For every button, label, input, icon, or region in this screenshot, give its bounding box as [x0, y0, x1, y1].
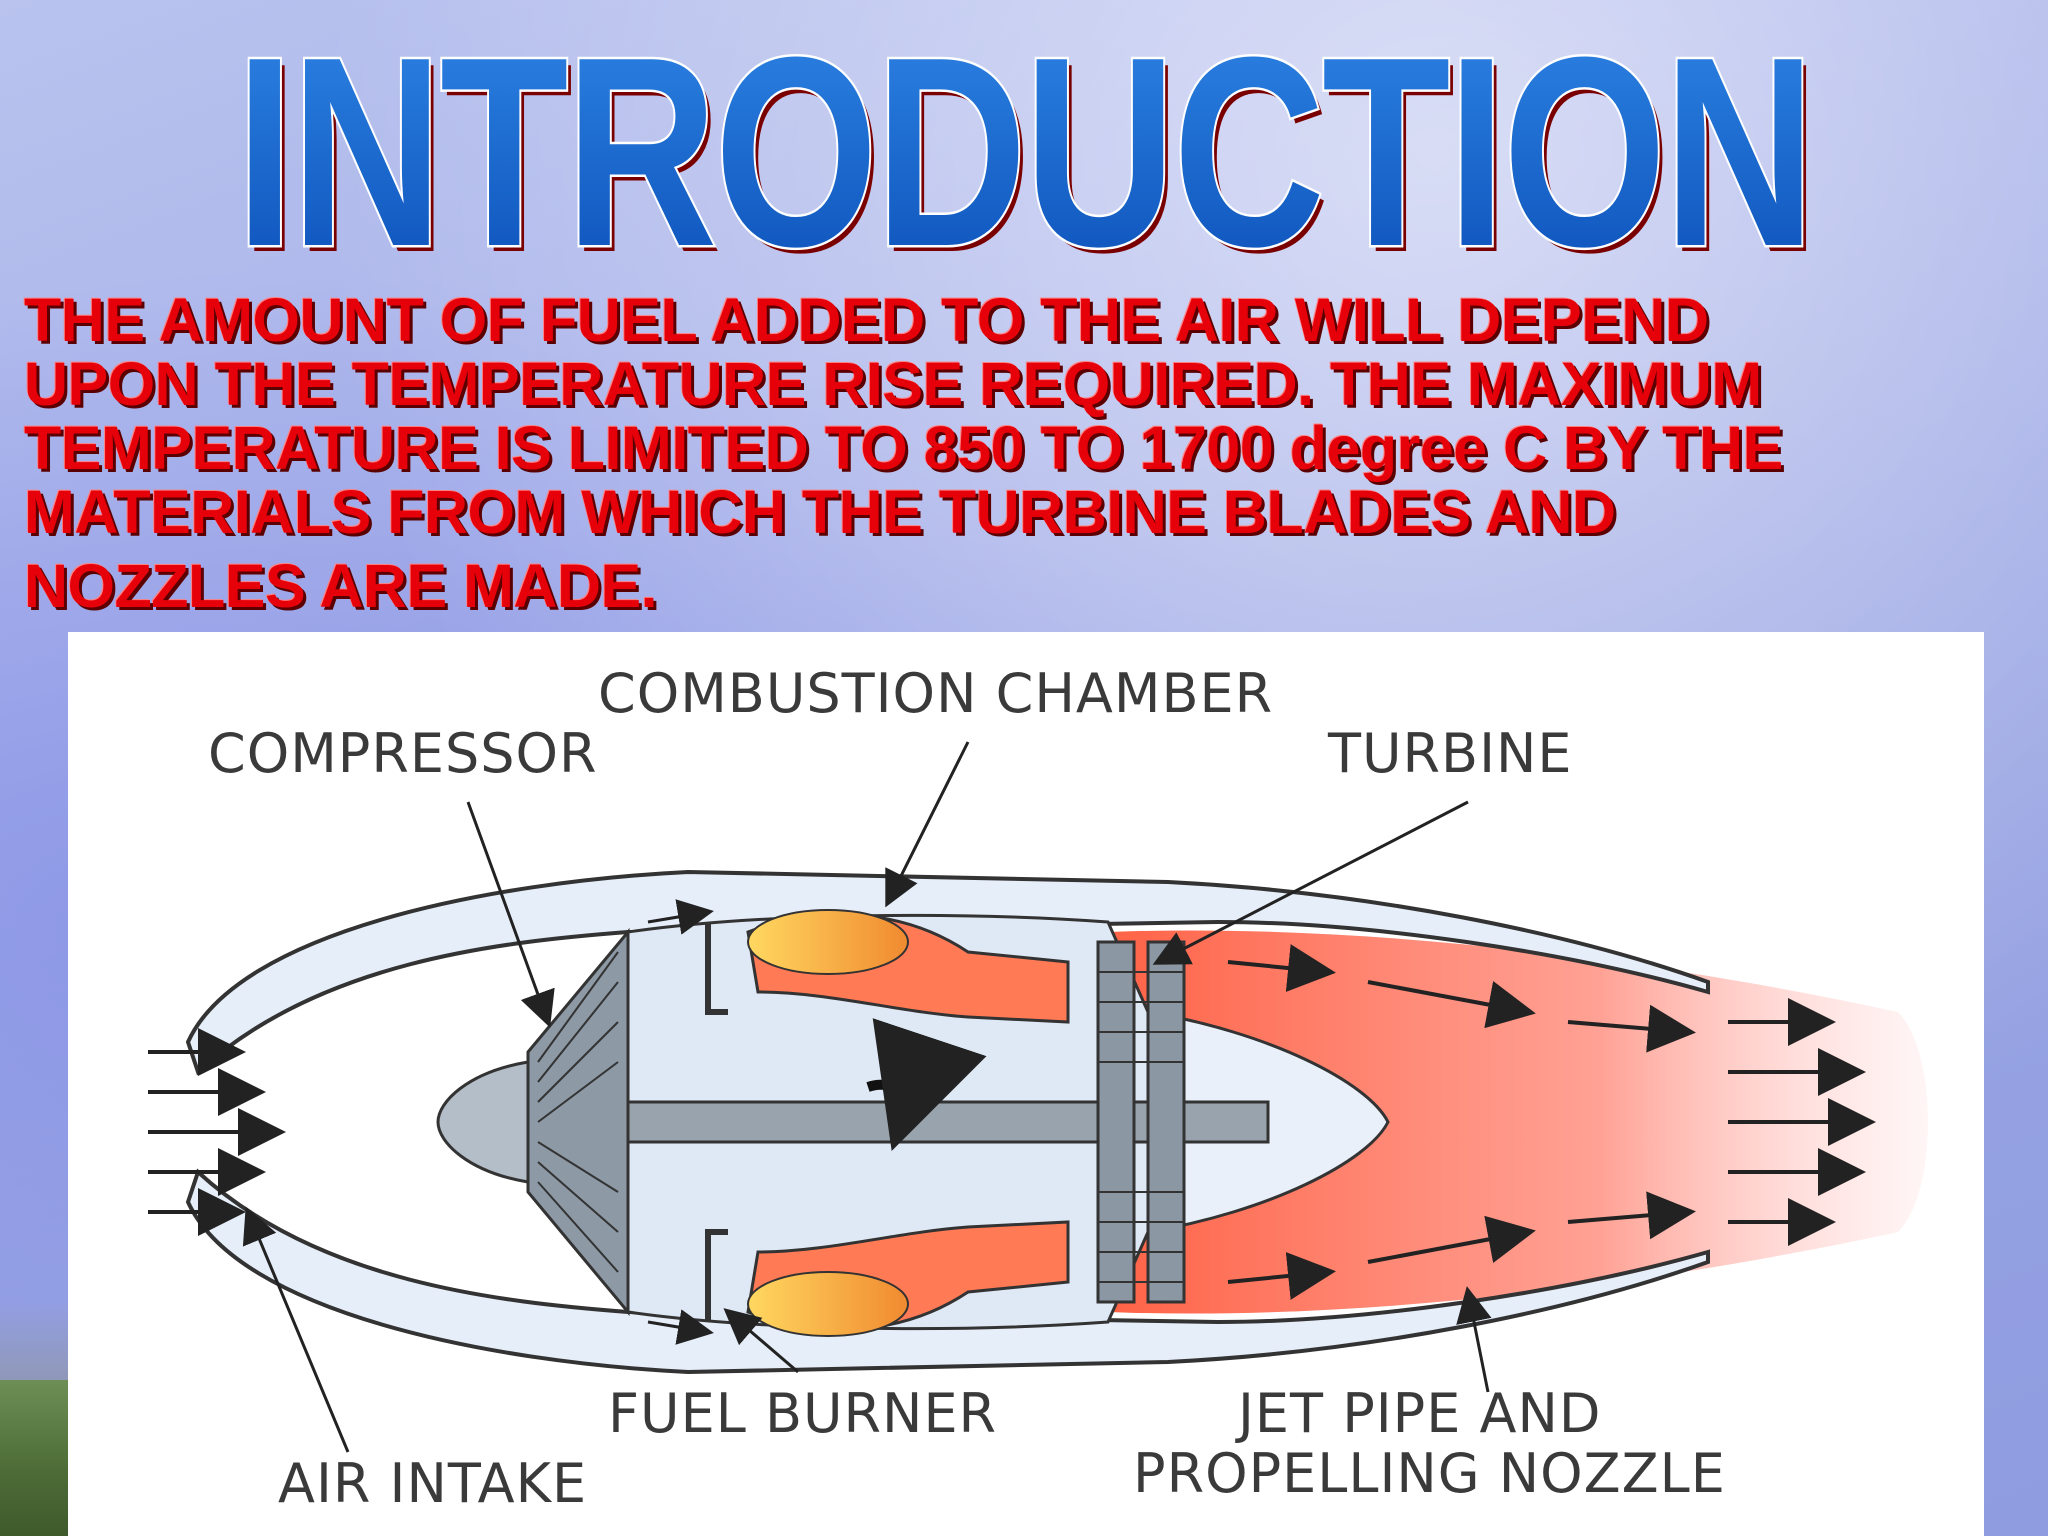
engine-casing-lower — [185, 1168, 1710, 1375]
intake-flow-arrows — [148, 1028, 286, 1236]
paragraph-line: THE AMOUNT OF FUEL ADDED TO THE AIR WILL… — [24, 286, 1709, 354]
label-turbine: TURBINE — [1327, 722, 1573, 785]
fuel-burner-upper — [705, 922, 728, 1015]
background-field — [0, 1380, 70, 1536]
fuel-burner-lower — [705, 1229, 728, 1322]
leader-lines — [242, 741, 1492, 1453]
paragraph-line: NOZZLES ARE MADE. — [24, 552, 658, 620]
compressor-blades — [537, 951, 619, 1273]
rotation-arrow — [866, 1018, 987, 1151]
background-haze — [0, 1300, 70, 1380]
label-combustion-chamber: COMBUSTION CHAMBER — [598, 662, 1273, 725]
slide-title: INTRODUCTION INTRODUCTION — [0, 20, 2048, 270]
title-text: INTRODUCTION — [236, 20, 1813, 270]
paragraph-line: UPON THE TEMPERATURE RISE REQUIRED. THE … — [24, 350, 1762, 418]
label-fuel-burner: FUEL BURNER — [608, 1382, 997, 1445]
exhaust-plume — [1108, 930, 1928, 1314]
title-shadow: INTRODUCTION — [240, 20, 1817, 270]
jet-engine-diagram: COMBUSTION CHAMBER COMPRESSOR TURBINE FU… — [68, 632, 1984, 1536]
engine-casing — [185, 869, 1710, 1076]
label-jet-pipe: JET PIPE AND — [1235, 1382, 1601, 1445]
turbine-disc-1 — [1096, 940, 1136, 1304]
label-air-intake: AIR INTAKE — [278, 1452, 587, 1515]
exhaust-flow-arrows — [1227, 944, 1876, 1300]
label-compressor: COMPRESSOR — [208, 722, 598, 785]
flame-upper — [747, 909, 909, 975]
air-path-arrows — [647, 899, 714, 1345]
intro-paragraph: THE AMOUNT OF FUEL ADDED TO THE AIR WILL… — [24, 288, 2034, 618]
turbine-blades — [1098, 971, 1184, 1283]
flame-lower — [747, 1271, 909, 1337]
paragraph-line: MATERIALS FROM WHICH THE TURBINE BLADES … — [24, 478, 1616, 546]
nose-cone — [436, 1060, 530, 1184]
turbine-disc-2 — [1146, 940, 1186, 1304]
paragraph-line: TEMPERATURE IS LIMITED TO 850 TO 1700 de… — [24, 414, 1783, 482]
label-propelling-nozzle: PROPELLING NOZZLE — [1133, 1442, 1726, 1505]
